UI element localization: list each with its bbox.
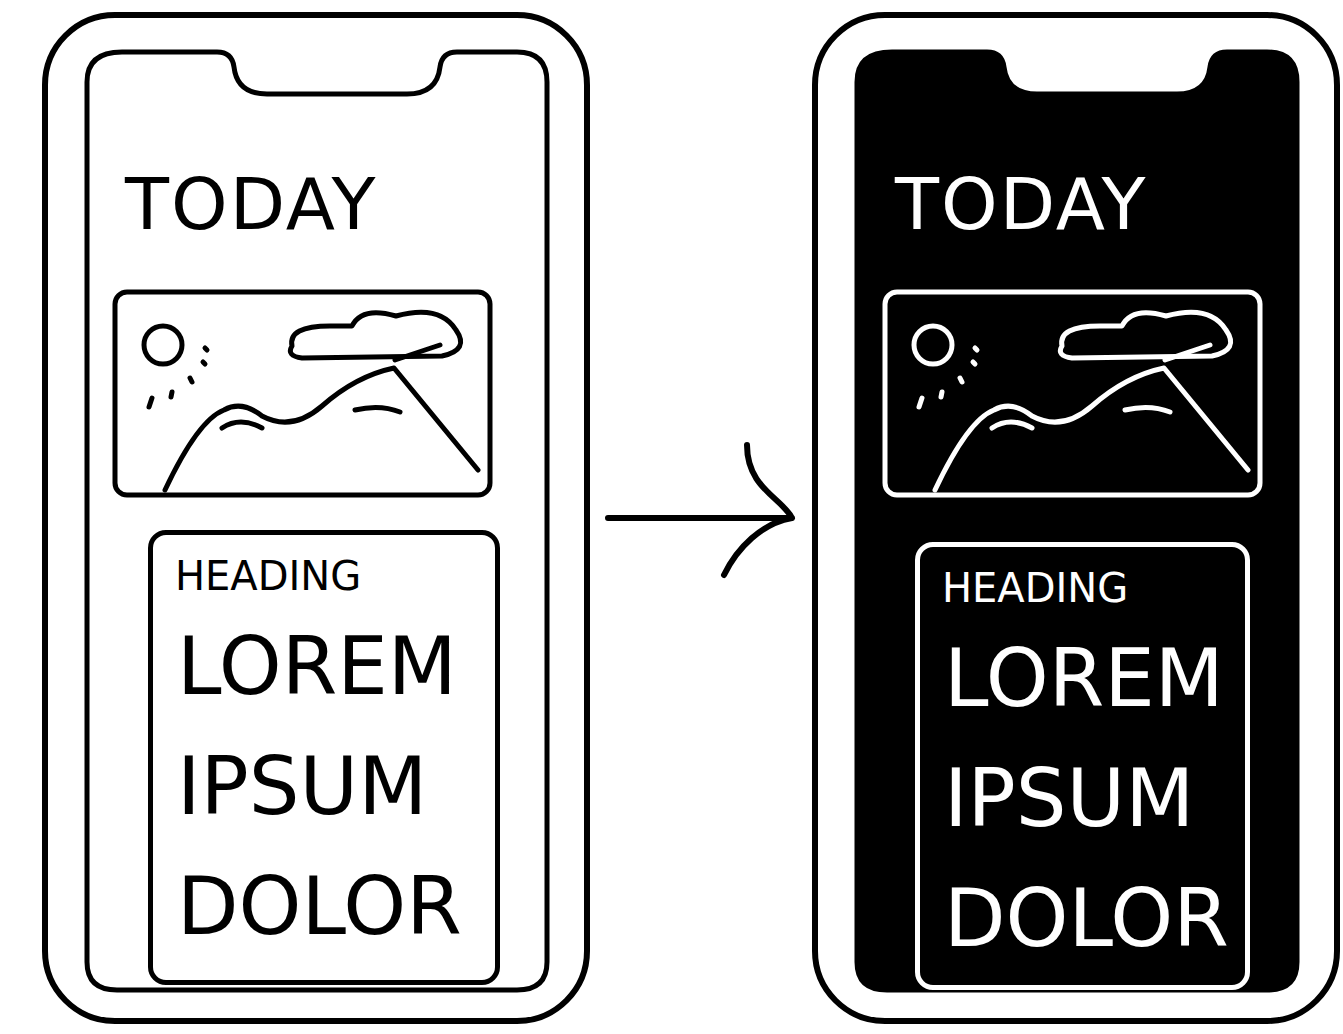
phone-screen [87, 52, 547, 990]
light-phone: TODAY HEADING LOREM IPSUM DOLOR [42, 12, 590, 1024]
card-body: LOREM IPSUM DOLOR [944, 619, 1219, 979]
phone-body [815, 15, 1337, 1021]
phone-body [45, 15, 587, 1021]
card-heading: HEADING [942, 565, 1237, 611]
card-body: LOREM IPSUM DOLOR [177, 607, 469, 967]
screen-title: TODAY [125, 162, 377, 246]
transform-arrow [608, 445, 792, 575]
screen-title: TODAY [895, 162, 1147, 246]
dark-phone: TODAY HEADING LOREM IPSUM DOLOR [812, 12, 1340, 1024]
phone-screen [857, 52, 1297, 990]
card-heading: HEADING [175, 553, 487, 599]
text-card: HEADING LOREM IPSUM DOLOR [148, 530, 500, 985]
text-card: HEADING LOREM IPSUM DOLOR [915, 542, 1250, 990]
